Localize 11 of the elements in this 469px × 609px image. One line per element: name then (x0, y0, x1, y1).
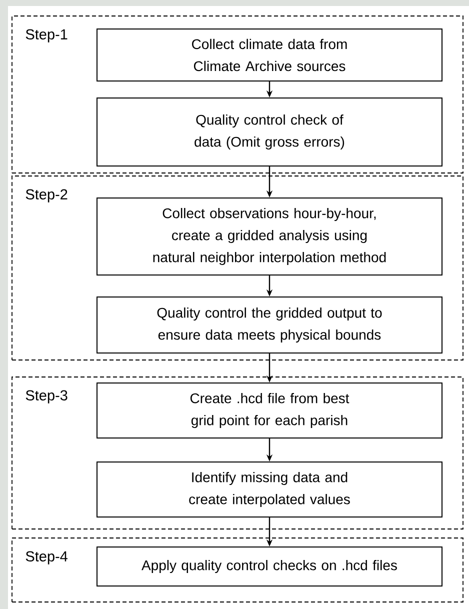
process-box: Identify missing data and create interpolated values (96, 462, 442, 518)
step-label: Step-3 (26, 390, 68, 404)
step-label: Step-2 (26, 189, 68, 202)
process-box: Collect observations hour-by-hour, create a gridded analysis using natural neighbor interpolation method (96, 198, 442, 276)
process-box: Collect climate data from Climate Archive sources (96, 28, 442, 82)
process-box: Quality control check of data (Omit gross errors) (96, 98, 442, 166)
process-box: Create .hcd file from best grid point for each parish (96, 382, 442, 438)
step-label: Step-1 (26, 29, 68, 42)
process-box: Quality control the gridded output to ensure data meets physical bounds (96, 296, 442, 354)
process-box: Apply quality control checks on .hcd files (96, 546, 442, 586)
step-label: Step-4 (26, 551, 68, 564)
